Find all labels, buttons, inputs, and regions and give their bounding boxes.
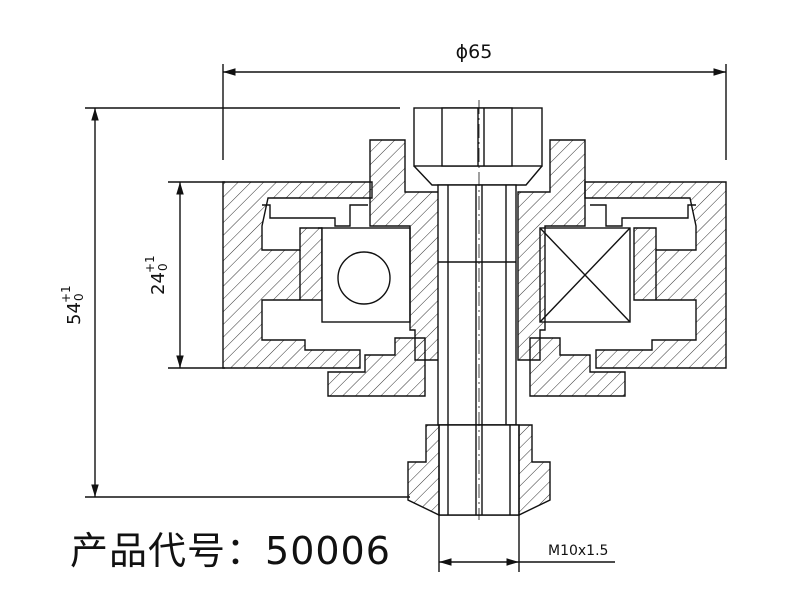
inner-height-tol-upper: +1 xyxy=(143,255,157,273)
product-code-value: 50006 xyxy=(265,529,391,573)
pulley-housing-right xyxy=(584,181,727,369)
bolt-shank xyxy=(437,184,517,426)
diameter-dimension xyxy=(222,64,727,160)
thread-label: M10x1.5 xyxy=(548,543,608,559)
inner-height-base: 24 xyxy=(148,272,169,295)
diameter-label: ϕ65 xyxy=(456,41,493,63)
product-code-label: 产品代号： xyxy=(70,529,266,573)
right-bearing xyxy=(539,227,631,323)
product-code: 产品代号：50006 xyxy=(70,520,391,575)
overall-height-dimension xyxy=(85,107,410,498)
inner-height-dimension xyxy=(168,181,225,369)
overall-height-base: 54 xyxy=(64,302,85,325)
bolt-head xyxy=(413,107,543,186)
overall-height-tol-lower: 0 xyxy=(72,293,86,301)
left-bearing xyxy=(318,227,411,323)
lower-washer xyxy=(327,337,626,397)
inner-height-tol-lower: 0 xyxy=(156,263,170,271)
overall-height-tol-upper: +1 xyxy=(59,285,73,303)
inner-height-label: 24 +1 0 xyxy=(143,255,170,295)
thread-dimension xyxy=(438,515,615,572)
overall-height-label: 54 +1 0 xyxy=(59,285,86,325)
